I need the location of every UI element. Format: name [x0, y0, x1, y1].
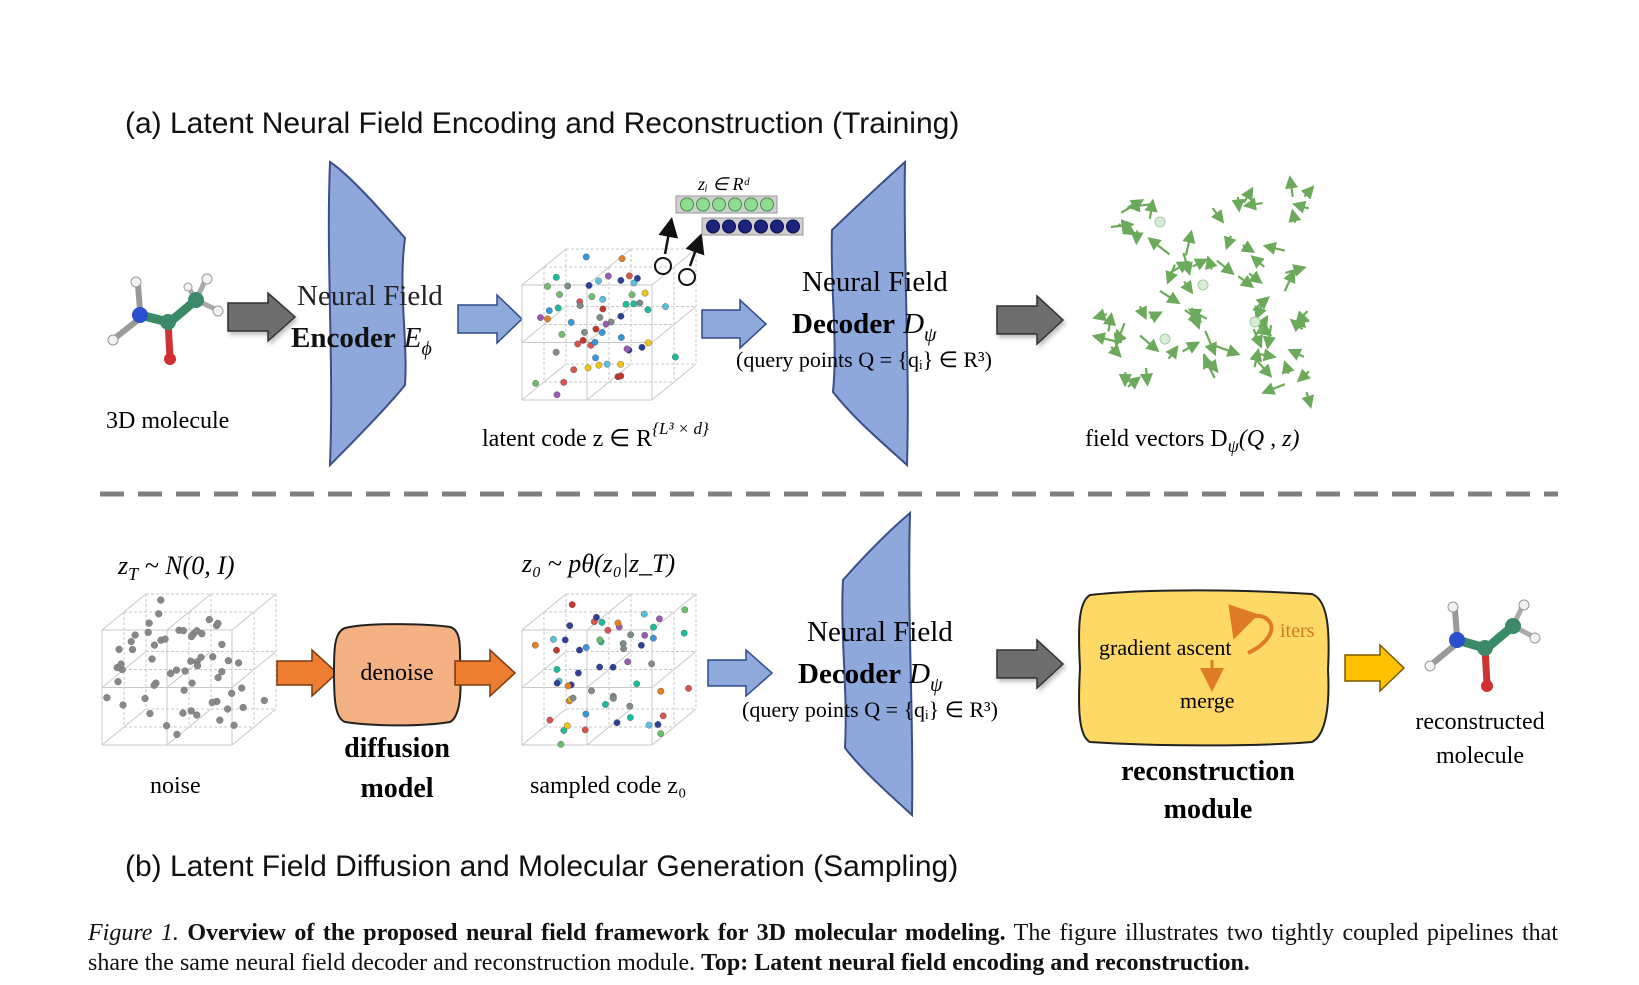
- arrow-to-blue-vector: [685, 233, 705, 267]
- sampled-formula: z₀ ~ pθ(z₀|z_T): [521, 549, 675, 578]
- arrow-decoder-to-recon: [996, 638, 1065, 690]
- merge-label: merge: [1180, 688, 1235, 713]
- molecule-output-icon: [1424, 599, 1541, 692]
- latent-vector-blue-cells: [706, 219, 800, 234]
- reconstruction-box: [1078, 589, 1330, 747]
- recon-module-line2: module: [1164, 794, 1253, 825]
- decoder-bottom-query-label: (query points Q = {qᵢ} ∈ R³): [742, 697, 998, 722]
- latent-vector-label: zᵢ ∈ Rᵈ: [697, 174, 751, 194]
- arrow-encoder-to-latent: [457, 293, 524, 345]
- iterate-loop-icon: [1228, 604, 1274, 655]
- decoder-top-query-label: (query points Q = {qᵢ} ∈ R³): [736, 347, 992, 372]
- arrow-molecule-to-encoder: [227, 291, 297, 343]
- noise-formula: zT ~ N(0, I): [117, 551, 235, 584]
- figure-caption: Figure 1. Overview of the proposed neura…: [88, 918, 1558, 978]
- encoder-block: [327, 160, 407, 468]
- field-vectors-plot: [1091, 175, 1315, 409]
- arrow-latent-to-decoder: [701, 298, 768, 350]
- arrow-recon-to-molecule: [1344, 643, 1406, 693]
- sampled-code-cube: [521, 593, 697, 748]
- molecule-input-icon: [107, 273, 224, 365]
- molecule-label: 3D molecule: [106, 408, 229, 434]
- diffusion-label-line1: diffusion: [344, 733, 450, 764]
- field-vectors-label: field vectors Dψ(Q , z): [1085, 426, 1299, 456]
- arrow-to-green-vector: [658, 217, 679, 255]
- latent-point-marker-1: [654, 257, 672, 275]
- gradient-ascent-label: gradient ascent: [1099, 635, 1232, 660]
- arrow-sampled-to-decoder: [707, 648, 774, 698]
- caption-bold-top: Top: Latent neural field encoding and re…: [701, 950, 1250, 976]
- arrow-noise-to-denoise: [276, 648, 339, 698]
- decoder-top-line1: Neural Field: [802, 266, 948, 298]
- latent-code-label: latent code z ∈ R{L³ × d}: [482, 419, 709, 452]
- sampled-code-label: sampled code z₀: [530, 773, 686, 799]
- arrow-decoder-to-field: [996, 294, 1065, 346]
- decoder-block-top: [830, 159, 909, 468]
- recon-module-line1: reconstruction: [1121, 756, 1295, 787]
- caption-bold-title: Overview of the proposed neural field fr…: [187, 920, 1006, 946]
- caption-text: The figure illustrates two tightly coupl…: [88, 920, 1558, 976]
- bottom-panel-title: (b) Latent Field Diffusion and Molecular…: [125, 850, 958, 883]
- recon-molecule-line1: reconstructed: [1415, 709, 1544, 735]
- caption-label: Figure 1.: [88, 920, 179, 946]
- top-panel-title: (a) Latent Neural Field Encoding and Rec…: [125, 107, 959, 140]
- diffusion-label-line2: model: [360, 773, 433, 804]
- latent-point-marker-2: [678, 268, 696, 286]
- denoise-box: [332, 623, 462, 727]
- latent-code-cube: [521, 248, 697, 401]
- arrow-denoise-to-sampled: [454, 648, 517, 698]
- decoder-bottom-line1: Neural Field: [807, 616, 953, 648]
- denoise-label: denoise: [360, 660, 433, 686]
- noise-label: noise: [150, 773, 201, 799]
- latent-vector-green-cells: [680, 197, 774, 212]
- iters-label: iters: [1280, 620, 1315, 642]
- decoder-block-bottom: [841, 510, 914, 818]
- recon-molecule-line2: molecule: [1436, 743, 1524, 769]
- encoder-line1: Neural Field: [297, 280, 443, 312]
- noise-cube: [101, 593, 277, 746]
